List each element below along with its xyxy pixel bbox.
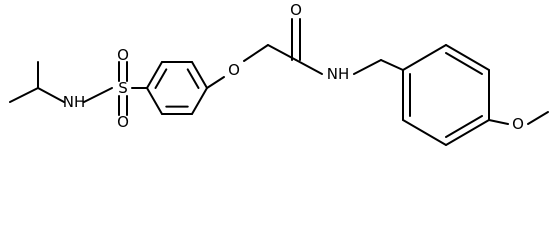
bonds [9,18,549,146]
bond [445,52,483,75]
bond [445,44,490,71]
atom-label-sulfonyl-oxygen-top: O [117,46,129,64]
bond [380,59,404,71]
atom-label-ether-oxygen: O [228,61,240,79]
bond [402,44,447,71]
bond [191,61,208,89]
bond [206,76,225,89]
bond [154,68,168,89]
bond [353,59,382,75]
atom-label-sulfonyl-oxygen-bottom: O [117,113,129,131]
bond [243,44,269,62]
bond [186,68,200,89]
bond [83,87,113,103]
atom-labels: NH S O O O O NH O [63,1,524,133]
bond [527,111,549,125]
bond [37,87,65,103]
atom-label-amide-nh: NH [327,65,350,83]
atom-label-sulfonamide-nh: NH [63,93,86,111]
bond [146,87,163,115]
atom-label-carbonyl-oxygen: O [290,1,302,19]
bond [146,61,163,89]
bond [445,115,483,138]
bond [445,119,490,146]
atom-label-methoxy-oxygen: O [512,115,524,133]
bond [191,87,208,115]
bond [402,119,447,146]
bond [488,119,509,125]
atom-label-sulfur: S [118,79,128,97]
bond [9,87,39,103]
bond [295,59,323,75]
molecule-diagram: NH S O O O O NH O [9,1,549,146]
